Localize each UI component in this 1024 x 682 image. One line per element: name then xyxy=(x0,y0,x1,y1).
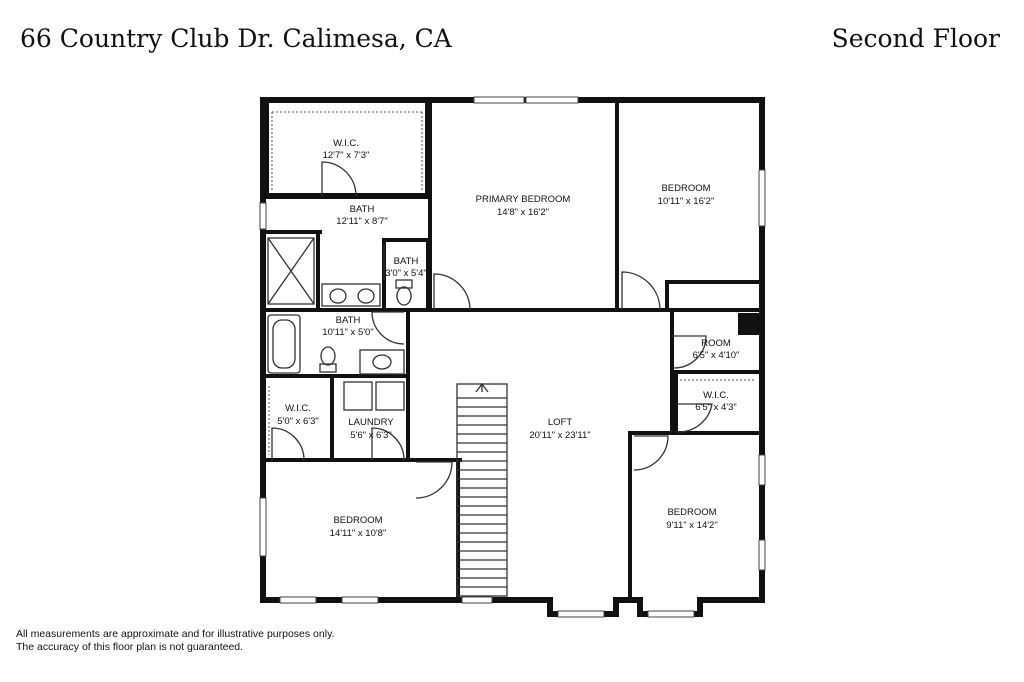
room-dims-bath-small: 3'0" x 5'4" xyxy=(385,268,427,279)
windows xyxy=(259,96,766,618)
room-dims-room: 6'5" x 4'10" xyxy=(693,350,740,361)
exterior-walls xyxy=(260,97,765,617)
floor-label: Second Floor xyxy=(831,24,1000,53)
disclaimer-line-2: The accuracy of this floor plan is not g… xyxy=(16,641,244,653)
property-address: 66 Country Club Dr. Calimesa, CA xyxy=(20,24,452,53)
room-labels: W.I.C. 12'7" x 7'3" BATH 12'11" x 8'7" P… xyxy=(277,138,739,539)
room-label-bath-primary: BATH xyxy=(350,204,375,215)
room-dims-laundry: 5'6" x 6'3" xyxy=(350,430,392,441)
room-dims-bath-primary: 12'11" x 8'7" xyxy=(336,216,387,227)
room-label-room: ROOM xyxy=(701,338,731,349)
room-label-wic-east: W.I.C. xyxy=(703,390,729,401)
room-dims-wic-east: 6'5" x 4'3" xyxy=(695,402,737,413)
room-label-bath-hall: BATH xyxy=(336,315,361,326)
room-dims-wic-west: 5'0" x 6'3" xyxy=(277,416,319,427)
fixtures xyxy=(267,237,413,411)
room-dims-bedroom-ne: 10'11" x 16'2" xyxy=(658,196,715,207)
room-dims-bedroom-se: 9'11" x 14'2" xyxy=(666,520,717,531)
room-label-bedroom-ne: BEDROOM xyxy=(661,183,710,194)
room-dims-loft: 20'11" x 23'11" xyxy=(529,430,590,441)
room-label-bath-small: BATH xyxy=(394,256,419,267)
room-label-primary-bedroom: PRIMARY BEDROOM xyxy=(476,194,571,205)
room-label-bedroom-se: BEDROOM xyxy=(667,507,716,518)
room-dims-bath-hall: 10'11" x 5'0" xyxy=(322,327,373,338)
room-label-laundry: LAUNDRY xyxy=(348,417,394,428)
interior-walls xyxy=(261,98,764,602)
room-dims-primary-bedroom: 14'8" x 16'2" xyxy=(497,207,549,218)
room-label-bedroom-sw: BEDROOM xyxy=(333,515,382,526)
staircase xyxy=(456,382,508,597)
room-dims-wic-primary: 12'7" x 7'3" xyxy=(323,150,370,161)
closet-rods xyxy=(268,111,755,455)
doors xyxy=(271,161,713,499)
room-label-wic-primary: W.I.C. xyxy=(333,138,359,149)
disclaimer-line-1: All measurements are approximate and for… xyxy=(16,628,335,640)
room-label-loft: LOFT xyxy=(548,417,572,428)
room-dims-bedroom-sw: 14'11" x 10'8" xyxy=(330,528,387,539)
room-label-wic-west: W.I.C. xyxy=(285,403,311,414)
